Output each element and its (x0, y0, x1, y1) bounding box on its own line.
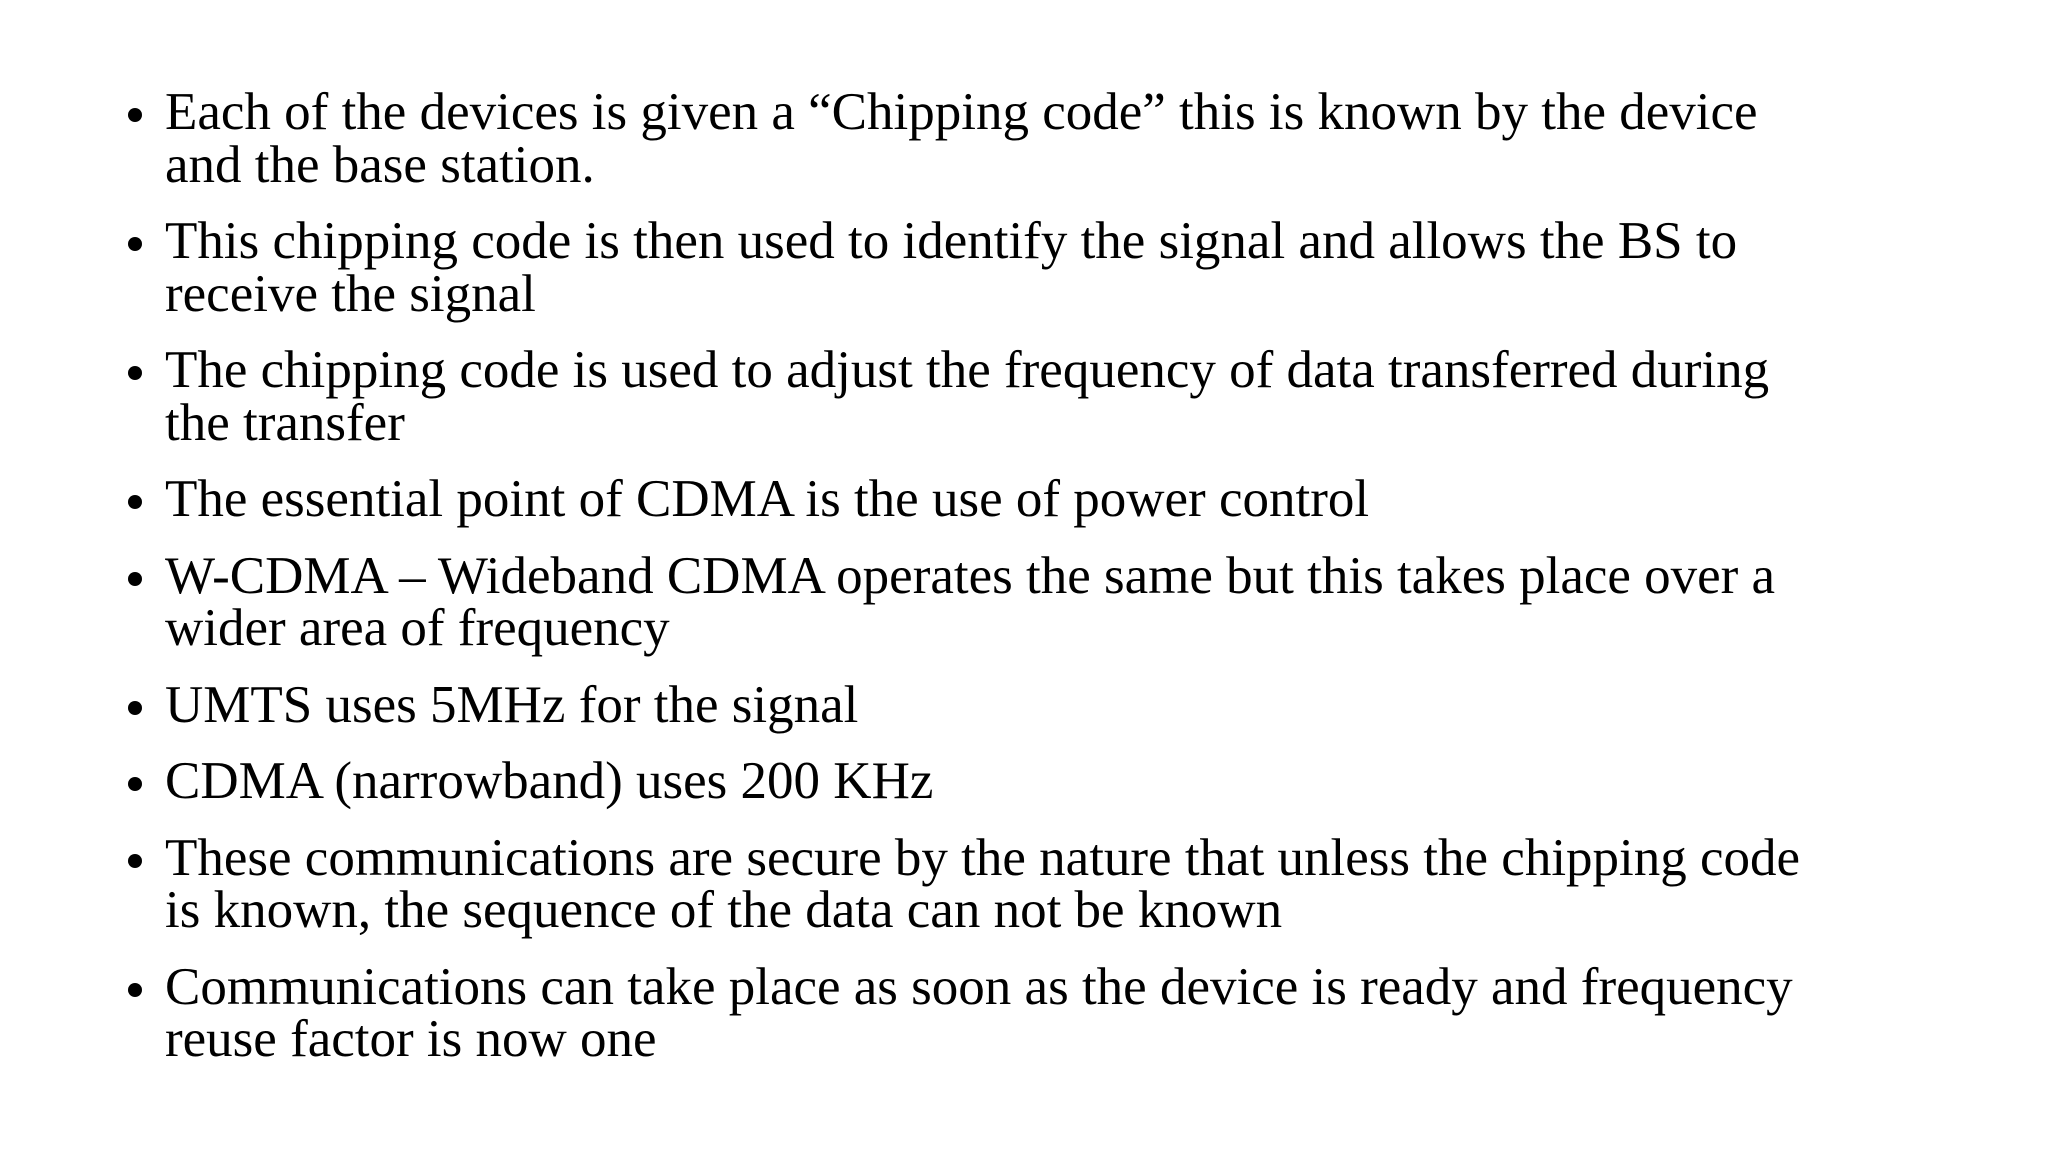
bullet-item-adjust-frequency: The chipping code is used to adjust the … (120, 344, 1980, 449)
bullet-text-line: CDMA (narrowband) uses 200 KHz (165, 752, 934, 810)
bullet-text-line: The essential point of CDMA is the use o… (165, 470, 1370, 528)
bullet-text-line: reuse factor is now one (165, 1010, 657, 1068)
bullet-text-line: Each of the devices is given a “Chipping… (165, 83, 1758, 141)
bullet-item-power-control: The essential point of CDMA is the use o… (120, 473, 1980, 526)
bullet-text-line: UMTS uses 5MHz for the signal (165, 675, 859, 734)
bullet-icon (128, 571, 142, 586)
bullet-text-line: and the base station. (165, 135, 595, 194)
bullet-item-wcdma: W-CDMA – Wideband CDMA operates the same… (120, 546, 1980, 657)
bullet-icon (128, 366, 142, 380)
bullet-icon (128, 982, 142, 997)
bullet-text-line: These communications are secure by the n… (165, 828, 1801, 887)
bullet-item-cdma-narrowband: CDMA (narrowband) uses 200 KHz (120, 755, 1980, 808)
bullet-text-line: receive the signal (165, 264, 536, 323)
bullet-text-line: wider area of frequency (165, 599, 670, 657)
bullet-icon (128, 777, 142, 791)
bullet-icon (128, 237, 142, 251)
bullet-item-frequency-reuse: Communications can take place as soon as… (120, 957, 1980, 1068)
bullet-text-line: The chipping code is used to adjust the … (165, 341, 1770, 399)
bullet-text-line: is known, the sequence of the data can n… (165, 881, 1283, 939)
bullet-item-umts: UMTS uses 5MHz for the signal (120, 675, 1980, 734)
bullet-item-identify-signal: This chipping code is then used to ident… (120, 215, 1980, 320)
bullet-text-line: Communications can take place as soon as… (165, 957, 1793, 1016)
bullet-icon (128, 853, 142, 868)
bullet-item-secure-communications: These communications are secure by the n… (120, 828, 1980, 939)
bullet-text-line: W-CDMA – Wideband CDMA operates the same… (165, 546, 1776, 605)
bullet-icon (128, 495, 142, 509)
bullet-text-line: This chipping code is then used to ident… (165, 212, 1738, 270)
bullet-item-chipping-code-given: Each of the devices is given a “Chipping… (120, 86, 1980, 191)
bullet-text-line: the transfer (165, 393, 405, 452)
bullet-icon (128, 108, 142, 122)
bullet-list: Each of the devices is given a “Chipping… (120, 86, 1980, 1090)
bullet-icon (128, 700, 142, 715)
